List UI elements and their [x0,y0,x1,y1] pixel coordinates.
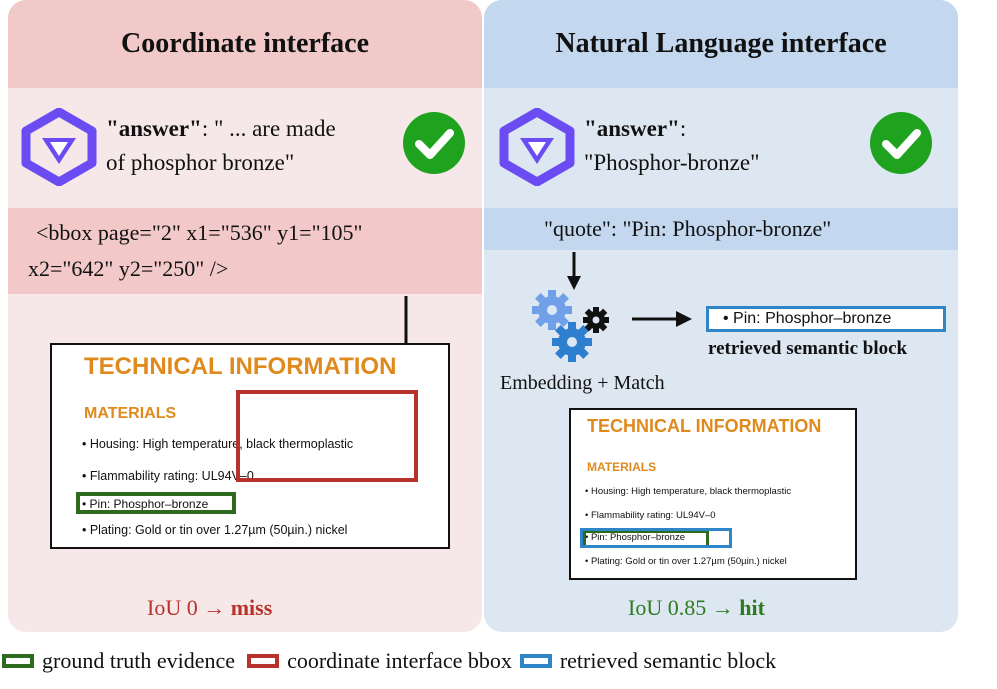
doc-section: MATERIALS [84,405,177,422]
semantic-block-box [580,528,732,548]
right-result-prefix: IoU 0.85 → [628,595,734,620]
check-icon [870,112,932,174]
right-result-word: hit [739,595,765,620]
quote-band [484,208,958,250]
bbox-line-2: x2="642" y2="250" /> [28,256,229,281]
legend-label-ground-truth: ground truth evidence [42,648,236,673]
legend-swatch-coordinate-bbox [247,654,280,668]
model-logo-icon [499,108,575,186]
natural-language-interface-header: Natural Language interface [484,0,958,88]
bbox-band [8,208,482,294]
quote-text: "quote": "Pin: Phosphor-bronze" [544,216,832,241]
right-document-thumbnail: TECHNICAL INFORMATION MATERIALS • Housin… [569,408,857,580]
check-icon [403,112,465,174]
retrieved-block-text: • Pin: Phosphor–bronze [723,310,892,327]
answer-key: "answer" [584,116,680,141]
doc-item: • Housing: High temperature, black therm… [82,437,354,451]
retrieved-block-box: • Pin: Phosphor–bronze [706,306,946,332]
doc-item: • Flammability rating: UL94V–0 [585,510,716,521]
left-result: IoU 0 → miss [147,595,272,621]
answer-value-line1: : [679,116,687,141]
right-answer: "answer": "Phosphor-bronze" [584,112,759,180]
doc-title: TECHNICAL INFORMATION [84,353,397,380]
legend-label-semantic-block: retrieved semantic block [559,648,777,673]
answer-value-line2: of phosphor bronze" [106,150,295,175]
doc-item: • Flammability rating: UL94V–0 [82,469,254,483]
legend-swatch-semantic-block [519,654,552,668]
answer-value-line2: "Phosphor-bronze" [584,150,760,175]
left-document-thumbnail: TECHNICAL INFORMATION MATERIALS • Housin… [50,343,450,549]
doc-item: • Plating: Gold or tin over 1.27µm (50µi… [585,556,787,567]
retrieved-block-label: retrieved semantic block [708,338,908,359]
right-result: IoU 0.85 → hit [628,595,765,621]
doc-item: • Housing: High temperature, black therm… [585,486,792,497]
left-result-word: miss [230,595,273,620]
bbox-line-1: <bbox page="2" x1="536" y1="105" [36,220,363,245]
left-result-prefix: IoU 0 → [147,595,226,620]
doc-title: TECHNICAL INFORMATION [587,416,822,436]
embedding-label: Embedding + Match [500,372,665,394]
answer-key: "answer" [106,116,202,141]
doc-item: • Plating: Gold or tin over 1.27µm (50µi… [82,523,348,537]
down-arrow-icon [567,252,581,290]
gears-icon [532,290,609,362]
doc-section: MATERIALS [587,460,657,474]
coordinate-interface-header: Coordinate interface [8,0,482,88]
legend-swatch-ground-truth [2,654,34,668]
legend: ground truth evidence coordinate interfa… [2,648,776,674]
coordinate-bbox [236,390,418,482]
right-arrow-icon [632,311,692,327]
left-answer: "answer": " ... are made of phosphor bro… [106,112,336,180]
answer-value-line1: : " ... are made [201,116,336,141]
doc-item: • Pin: Phosphor–bronze [82,497,209,511]
legend-label-coordinate-bbox: coordinate interface bbox [287,648,512,673]
doc-item: • Pin: Phosphor–bronze [585,532,685,543]
model-logo-icon [21,108,97,186]
ground-truth-box [76,492,236,514]
